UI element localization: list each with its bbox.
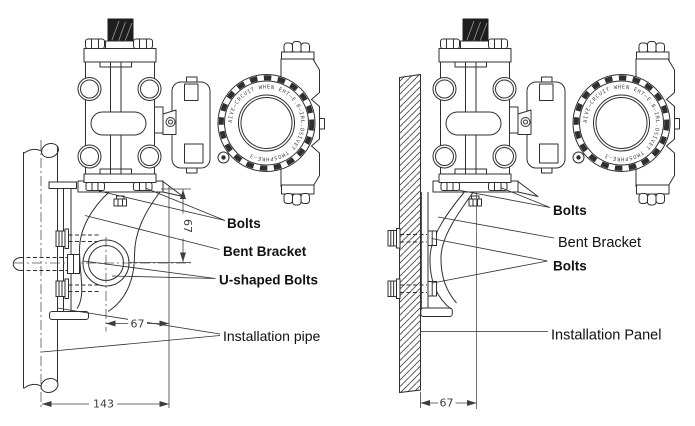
clamp-bolt-lower — [55, 278, 99, 299]
label-bent-bracket: Bent Bracket — [558, 235, 641, 251]
dim-horizontal-67: 67 — [106, 317, 169, 331]
label-u-shaped-bolts: U-shaped Bolts — [219, 273, 318, 288]
transmitter-panel-mount — [433, 19, 680, 206]
leader-lines — [420, 187, 555, 332]
bracket-web — [76, 191, 161, 312]
panel-bolt-lower — [387, 278, 437, 299]
label-installation-pipe: Installation pipe — [223, 328, 321, 344]
transmitter-pipe-mount — [78, 19, 325, 206]
label-bolts-flange: Bolts — [553, 203, 587, 218]
svg-text:143: 143 — [93, 398, 114, 411]
svg-text:67: 67 — [181, 219, 194, 233]
dim-vertical-67: 67 — [129, 188, 194, 263]
clamp-plate — [48, 181, 89, 320]
label-bolts: Bolts — [227, 216, 261, 231]
clamp-bolt-upper — [55, 228, 99, 249]
pipe-mount-diagram: 67 67 143 Bolts Bent Bracket U-shaped Bo… — [12, 19, 325, 411]
svg-text:67: 67 — [440, 397, 454, 410]
u-bolt — [12, 254, 80, 274]
svg-text:67: 67 — [131, 318, 145, 331]
panel-mount-diagram: 67 Bolts Bent Bracket Bolts Installation… — [387, 19, 680, 410]
wall-panel — [399, 73, 421, 394]
bracket-boss-hole — [14, 237, 190, 332]
mounting-pipe — [23, 140, 59, 409]
bracket-web — [429, 192, 474, 310]
dim-width-143: 143 — [42, 186, 170, 411]
label-installation-panel: Installation Panel — [551, 328, 661, 344]
dim-depth-67: 67 — [420, 392, 477, 410]
label-bent-bracket: Bent Bracket — [223, 244, 307, 259]
dimensions: 67 67 143 — [42, 186, 194, 411]
bracket-plate — [420, 192, 453, 317]
label-bolts-panel: Bolts — [553, 259, 587, 274]
